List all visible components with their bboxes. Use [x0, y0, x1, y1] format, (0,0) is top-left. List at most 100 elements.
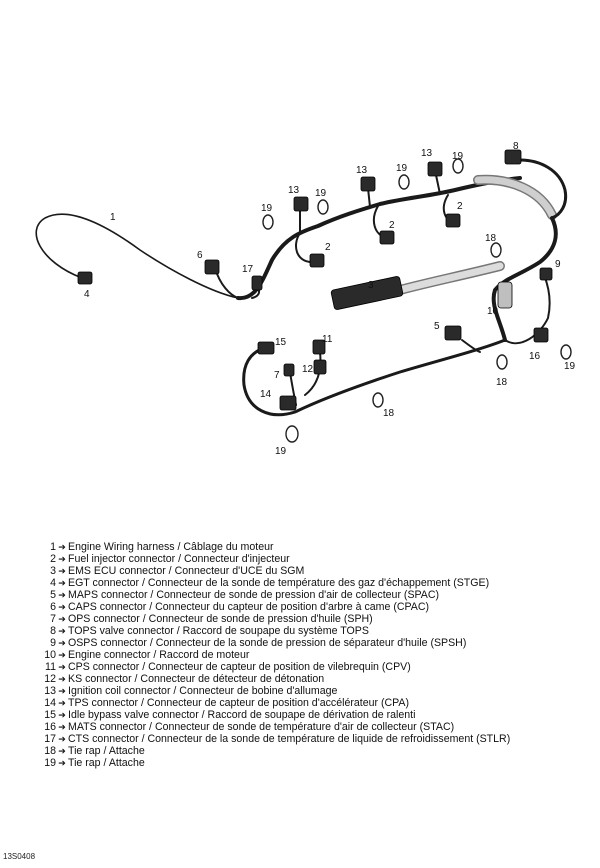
connectors [77, 149, 553, 411]
callout-9: 9 [555, 259, 561, 270]
legend-item: 12➔KS connector / Connecteur de détecteu… [30, 673, 590, 685]
arrow-icon: ➔ [58, 542, 66, 552]
egt-connector-shape [77, 271, 93, 285]
legend-item: 11➔CPS connector / Connecteur de capteur… [30, 661, 590, 673]
arrow-icon: ➔ [58, 698, 66, 708]
legend-item-text: Tie rap / Attache [68, 757, 145, 769]
arrow-icon: ➔ [58, 710, 66, 720]
legend-item-number: 2 [50, 553, 56, 565]
wiring-harness-diagram: 1 2 2 2 3 4 5 6 7 8 9 10 11 12 13 13 13 … [35, 141, 576, 457]
tie-rap-shape [262, 214, 274, 230]
legend-item-text: Tie rap / Attache [68, 745, 145, 757]
legend-item-number: 9 [50, 637, 56, 649]
legend-item-number: 10 [44, 649, 56, 661]
legend-item-number: 4 [50, 577, 56, 589]
legend-item-number: 3 [50, 565, 56, 577]
callout-16: 16 [529, 351, 541, 362]
tie-rap-shape [372, 392, 384, 408]
legend-item: 17➔CTS connector / Connecteur de la sond… [30, 733, 590, 745]
legend-item-text: EMS ECU connector / Connecteur d'UCE du … [68, 565, 305, 577]
legend-item-number: 7 [50, 613, 56, 625]
legend-item-text: Engine Wiring harness / Câblage du moteu… [68, 541, 274, 553]
legend-item-text: CPS connector / Connecteur de capteur de… [68, 661, 411, 673]
legend-item: 1➔Engine Wiring harness / Câblage du mot… [30, 541, 590, 553]
callout-17: 17 [242, 264, 254, 275]
legend-item-text: TPS connector / Connecteur de capteur de… [68, 697, 410, 709]
callout-18: 18 [496, 377, 508, 388]
callout-19: 19 [315, 188, 327, 199]
tps-connector-shape [279, 395, 297, 411]
legend-item: 6➔CAPS connector / Connecteur du capteur… [30, 601, 590, 613]
legend-item-text: OPS connector / Connecteur de sonde de p… [68, 613, 373, 625]
callout-12: 12 [302, 364, 314, 375]
callout-2: 2 [389, 220, 395, 231]
legend-item-text: MAPS connector / Connecteur de sonde de … [68, 589, 440, 601]
arrow-icon: ➔ [58, 650, 66, 660]
cps-connector-shape [312, 339, 326, 355]
callout-15: 15 [275, 337, 287, 348]
tie-rap-shape [490, 242, 502, 258]
legend-item: 7➔OPS connector / Connecteur de sonde de… [30, 613, 590, 625]
arrow-icon: ➔ [58, 602, 66, 612]
legend-item-number: 16 [44, 721, 56, 733]
legend-item-number: 15 [44, 709, 56, 721]
injector-connector-3-shape [445, 213, 461, 228]
legend-item: 15➔Idle bypass valve connector / Raccord… [30, 709, 590, 721]
tie-rap-shape [285, 425, 299, 443]
callout-19: 19 [452, 151, 464, 162]
caps-connector-shape [204, 259, 220, 275]
callout-2: 2 [325, 242, 331, 253]
legend-item-number: 17 [44, 733, 56, 745]
legend-item: 3➔EMS ECU connector / Connecteur d'UCE d… [30, 565, 590, 577]
parts-legend: 1➔Engine Wiring harness / Câblage du mot… [30, 541, 590, 769]
legend-item: 14➔TPS connector / Connecteur de capteur… [30, 697, 590, 709]
legend-item: 9➔OSPS connector / Connecteur de la sond… [30, 637, 590, 649]
mats-connector-shape [533, 327, 549, 343]
legend-item: 18➔Tie rap / Attache [30, 745, 590, 757]
legend-item-number: 12 [44, 673, 56, 685]
legend-item-number: 19 [44, 757, 56, 769]
arrow-icon: ➔ [58, 734, 66, 744]
callout-13: 13 [421, 148, 433, 159]
legend-item-number: 5 [50, 589, 56, 601]
callout-2: 2 [457, 201, 463, 212]
ks-connector-shape [313, 359, 327, 375]
legend-item: 10➔Engine connector / Raccord de moteur [30, 649, 590, 661]
callout-7: 7 [274, 370, 280, 381]
tie-rap-shape [496, 354, 508, 370]
legend-item-text: OSPS connector / Connecteur de la sonde … [68, 637, 467, 649]
tie-rap-shape [317, 199, 329, 215]
ecu-connector-shape [330, 276, 404, 310]
callout-13: 13 [356, 165, 368, 176]
ignition-coil-connector-1-shape [293, 196, 309, 212]
legend-item-text: MATS connector / Connecteur de sonde de … [68, 721, 455, 733]
arrow-icon: ➔ [58, 578, 66, 588]
callout-18: 18 [383, 408, 395, 419]
idle-bypass-connector-shape [257, 341, 275, 355]
legend-item-text: TOPS valve connector / Raccord de soupap… [68, 625, 369, 637]
legend-item: 5➔MAPS connector / Connecteur de sonde d… [30, 589, 590, 601]
callout-13: 13 [288, 185, 300, 196]
arrow-icon: ➔ [58, 746, 66, 756]
legend-item-number: 13 [44, 685, 56, 697]
callout-5: 5 [434, 321, 440, 332]
legend-item-text: Fuel injector connector / Connecteur d'i… [68, 553, 290, 565]
ignition-coil-connector-3-shape [427, 161, 443, 177]
legend-item-number: 14 [44, 697, 56, 709]
legend-item-number: 11 [45, 661, 56, 673]
arrow-icon: ➔ [58, 722, 66, 732]
callout-1: 1 [110, 212, 116, 223]
engine-connector-shape [497, 281, 513, 309]
tie-rap-shape [452, 158, 464, 174]
injector-connector-2-shape [379, 230, 395, 245]
callout-19: 19 [275, 446, 287, 457]
osps-connector-shape [539, 267, 553, 281]
arrow-icon: ➔ [58, 614, 66, 624]
harness-wires [35, 158, 568, 417]
legend-item-number: 18 [44, 745, 56, 757]
legend-item-text: Engine connector / Raccord de moteur [68, 649, 250, 661]
arrow-icon: ➔ [58, 662, 66, 672]
injector-connector-1-shape [309, 253, 325, 268]
legend-item-text: EGT connector / Connecteur de la sonde d… [68, 577, 490, 589]
callout-10: 10 [487, 306, 499, 317]
